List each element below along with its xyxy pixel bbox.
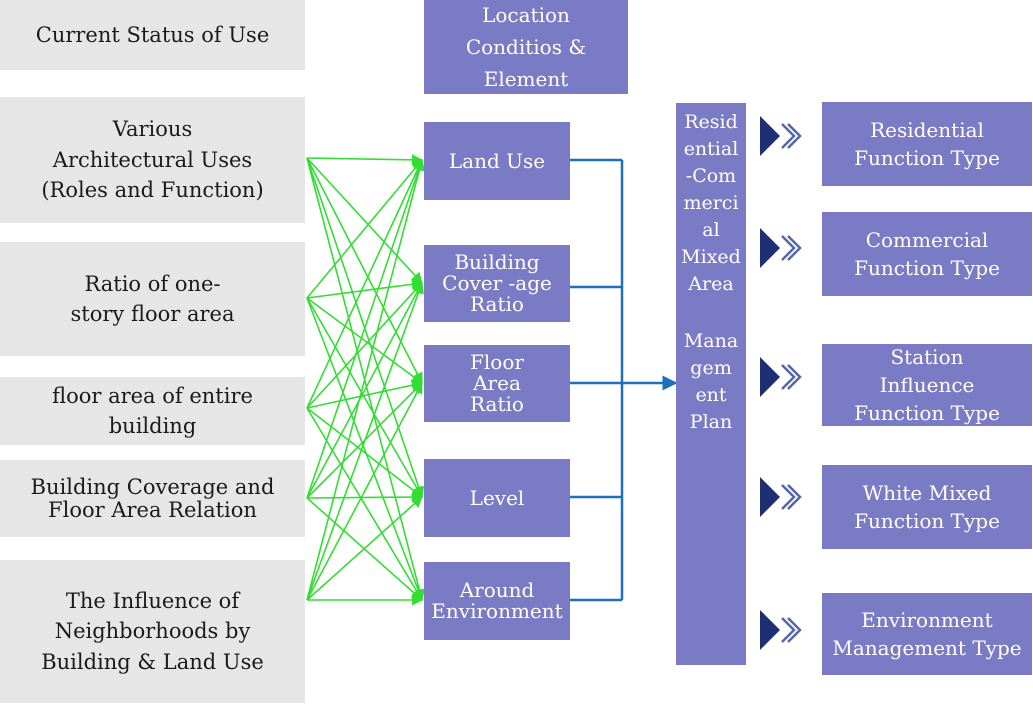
green-arrow-lines xyxy=(306,154,425,606)
right-item-commercial: Commercial Function Type xyxy=(822,212,1032,296)
green-arrow-line xyxy=(306,297,423,498)
chevron-icon-5 xyxy=(760,610,802,650)
center-line: merci xyxy=(683,191,739,214)
middle-item-land-use: Land Use xyxy=(424,122,570,200)
green-arrow-line xyxy=(306,154,424,166)
chevron-icon-2 xyxy=(760,228,802,268)
green-arrow-line xyxy=(306,407,423,601)
left-header: Current Status of Use xyxy=(0,0,305,70)
chevron-icon-3 xyxy=(760,357,802,397)
right-item-white-mixed: White Mixed Function Type xyxy=(822,465,1032,549)
green-arrow-line xyxy=(306,297,424,602)
middle-item-coverage-ratio: Building Cover -age Ratio xyxy=(424,245,570,322)
green-arrow-line xyxy=(306,158,423,409)
left-item-architectural-uses: Various Architectural Uses (Roles and Fu… xyxy=(0,97,305,223)
green-arrow-line xyxy=(306,158,425,499)
left-item-neighborhood-influence: The Influence of Neighborhoods by Buildi… xyxy=(0,560,305,703)
green-arrow-line xyxy=(306,491,424,503)
blue-connector xyxy=(570,158,678,602)
center-line: Mana xyxy=(683,329,739,352)
mixed-area-management-plan: Resid ential -Com merci al Mixed Area Ma… xyxy=(676,103,746,665)
chevron-icon-4 xyxy=(760,477,802,517)
center-line: Plan xyxy=(689,410,733,433)
center-line: Area xyxy=(688,272,734,295)
green-arrow-line xyxy=(306,282,423,499)
chevron-icon-1 xyxy=(760,116,802,156)
middle-header: Location Conditios & Element xyxy=(424,0,628,94)
green-arrow-line xyxy=(306,157,423,284)
center-line: gem xyxy=(690,356,732,379)
green-arrow-line xyxy=(306,496,423,601)
center-line: Mixed xyxy=(681,245,741,268)
green-arrow-line xyxy=(306,278,424,299)
left-item-entire-floor-area: floor area of entire building xyxy=(0,377,305,445)
green-arrow-line xyxy=(306,297,423,384)
center-line: -Com xyxy=(685,164,737,187)
left-item-one-story-ratio: Ratio of one-story floor area xyxy=(0,242,305,356)
center-line: ential xyxy=(683,137,739,160)
green-arrow-line xyxy=(306,407,423,498)
middle-item-floor-area-ratio: Floor Area Ratio xyxy=(424,345,570,422)
green-arrow-line xyxy=(306,158,425,601)
middle-item-level: Level xyxy=(424,459,570,537)
green-arrow-line xyxy=(306,159,423,299)
green-arrow-line xyxy=(306,157,423,384)
green-arrow-line xyxy=(306,281,424,601)
center-line: ent xyxy=(695,383,727,406)
right-item-residential: Residential Function Type xyxy=(822,102,1032,186)
green-arrow-line xyxy=(306,282,423,409)
green-arrow-line xyxy=(306,382,423,601)
left-item-coverage-relation: Building Coverage and Floor Area Relatio… xyxy=(0,460,305,537)
middle-item-around-environment: Around Environment xyxy=(424,562,570,640)
right-item-station-influence: Station Influence Function Type xyxy=(822,344,1032,426)
center-line: al xyxy=(702,218,720,241)
chevrons xyxy=(760,116,802,650)
right-item-environment-management: Environment Management Type xyxy=(822,593,1032,675)
green-arrow-line xyxy=(306,379,424,409)
center-line: Resid xyxy=(684,111,738,133)
